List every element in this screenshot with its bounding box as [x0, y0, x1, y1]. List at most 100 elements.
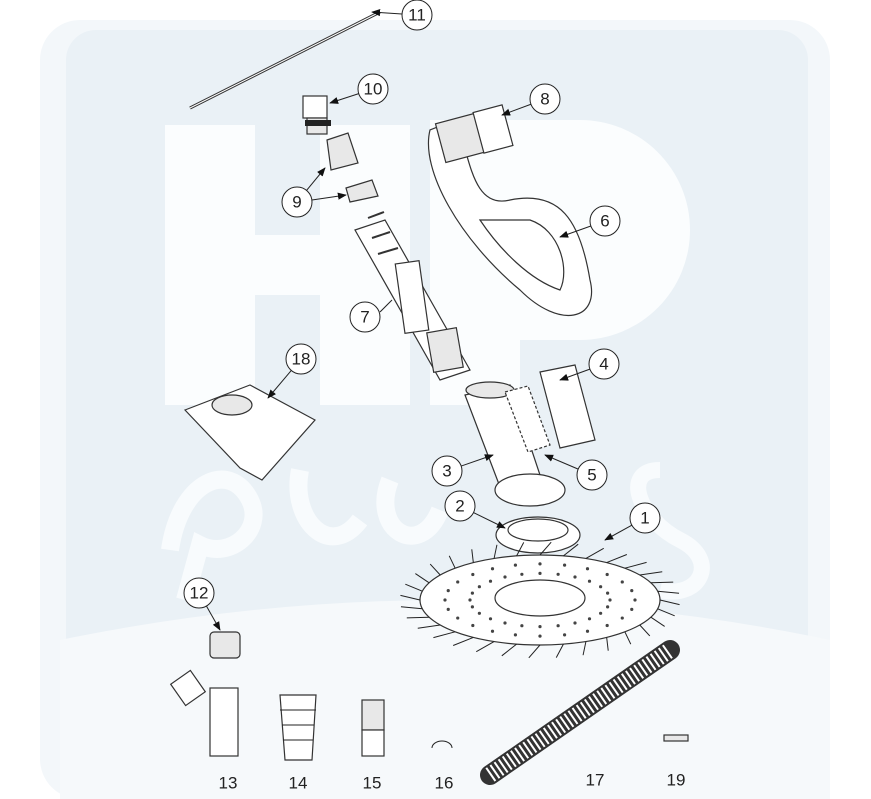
callout-label: 13 [219, 774, 238, 793]
callout-label: 1 [640, 509, 649, 528]
callout-label: 11 [408, 6, 426, 25]
part-12-bushing [209, 631, 241, 659]
callout-17: 17 [586, 771, 605, 790]
disc-hole [468, 598, 472, 602]
disc-tooth [528, 644, 541, 659]
callout-label: 14 [289, 774, 308, 793]
disc-hole [605, 623, 609, 628]
disc-hole [620, 580, 624, 584]
disc-hole [538, 571, 542, 576]
disc-tooth [606, 554, 628, 564]
callout-12: 12 [183, 577, 221, 631]
disc-hole [470, 591, 474, 595]
disc-tooth [405, 583, 423, 592]
disc-hole [477, 611, 481, 615]
disc-hole [573, 575, 577, 579]
callout-circle [357, 73, 389, 105]
callout-10: 10 [329, 73, 389, 105]
disc-tooth [582, 641, 587, 656]
disc-hole [606, 591, 610, 595]
part-17-hose [480, 640, 680, 785]
disc-tooth [639, 624, 651, 637]
disc-tooth [471, 549, 474, 563]
callout-circle [349, 301, 381, 333]
disc-hole [446, 607, 450, 611]
disc-hole [630, 589, 634, 593]
disc-hole [488, 617, 493, 621]
callout-4: 4 [559, 348, 620, 381]
disc-tooth [555, 643, 564, 658]
disc-tooth [624, 561, 647, 569]
disc-tooth [429, 563, 441, 576]
disc-hole [605, 572, 609, 577]
callout-18: 18 [267, 343, 317, 399]
callout-5: 5 [544, 454, 608, 491]
leader-arrow [311, 192, 347, 201]
disc-hole [587, 617, 592, 621]
disc-hole [587, 579, 592, 583]
disc-hole [503, 575, 507, 579]
callout-label: 10 [364, 80, 383, 99]
part-8-valve [434, 104, 514, 164]
disc-hole [490, 629, 495, 633]
disc-tooth [417, 624, 441, 629]
part-10-connector [302, 95, 331, 135]
disc-tooth [433, 631, 456, 639]
disc-hole [538, 625, 542, 629]
disc-hole [606, 605, 610, 609]
callout-label: 17 [586, 771, 605, 790]
disc-hole [620, 616, 624, 620]
callout-label: 5 [587, 466, 596, 485]
disc-hole [477, 585, 481, 589]
callout-label: 19 [667, 771, 686, 790]
callout-7: 7 [349, 299, 393, 333]
part-15-adapter [361, 699, 385, 757]
disc-tooth [650, 616, 665, 627]
part-9-cone-rings [326, 132, 379, 203]
disc-hole [520, 624, 524, 628]
leader-arrow [461, 454, 494, 467]
disc-hole [446, 589, 450, 593]
disc-tooth [657, 590, 680, 594]
callout-13: 13 [219, 774, 238, 793]
callout-circle [431, 455, 463, 487]
part-5-filter [494, 385, 566, 507]
leader-line [379, 299, 393, 313]
disc-hole [599, 585, 603, 589]
disc-tooth [400, 606, 423, 610]
callout-circle [588, 348, 620, 380]
disc-tooth [415, 573, 430, 584]
callout-label: 8 [540, 90, 549, 109]
disc-hole [585, 567, 590, 571]
callout-6: 6 [559, 205, 621, 238]
leader-arrow [371, 8, 403, 17]
callout-circle [576, 459, 608, 491]
disc-hole [599, 611, 603, 615]
callout-8: 8 [501, 83, 561, 116]
callout-9: 9 [281, 167, 347, 218]
leader-arrow [501, 103, 532, 116]
part-1-disc [400, 541, 680, 659]
disc-hole [503, 621, 507, 625]
leader-arrow [559, 225, 592, 238]
disc-tooth [539, 541, 552, 556]
callout-15: 15 [363, 774, 382, 793]
leader-arrow [473, 512, 506, 529]
part-16-clip [431, 740, 453, 749]
callout-14: 14 [289, 774, 308, 793]
disc-hole [608, 598, 612, 602]
disc-hole [633, 598, 637, 602]
disc-hole [630, 607, 634, 611]
disc-hole [562, 563, 567, 567]
part-7-tube-assembly [354, 211, 471, 381]
callout-label: 7 [360, 308, 369, 327]
disc-tooth [452, 636, 474, 646]
callout-label: 16 [435, 774, 454, 793]
part-6-body-handle [427, 119, 593, 317]
disc-hole [488, 579, 493, 583]
disc-hole [538, 634, 542, 638]
disc-tooth [476, 641, 495, 653]
disc-tooth [493, 544, 498, 559]
